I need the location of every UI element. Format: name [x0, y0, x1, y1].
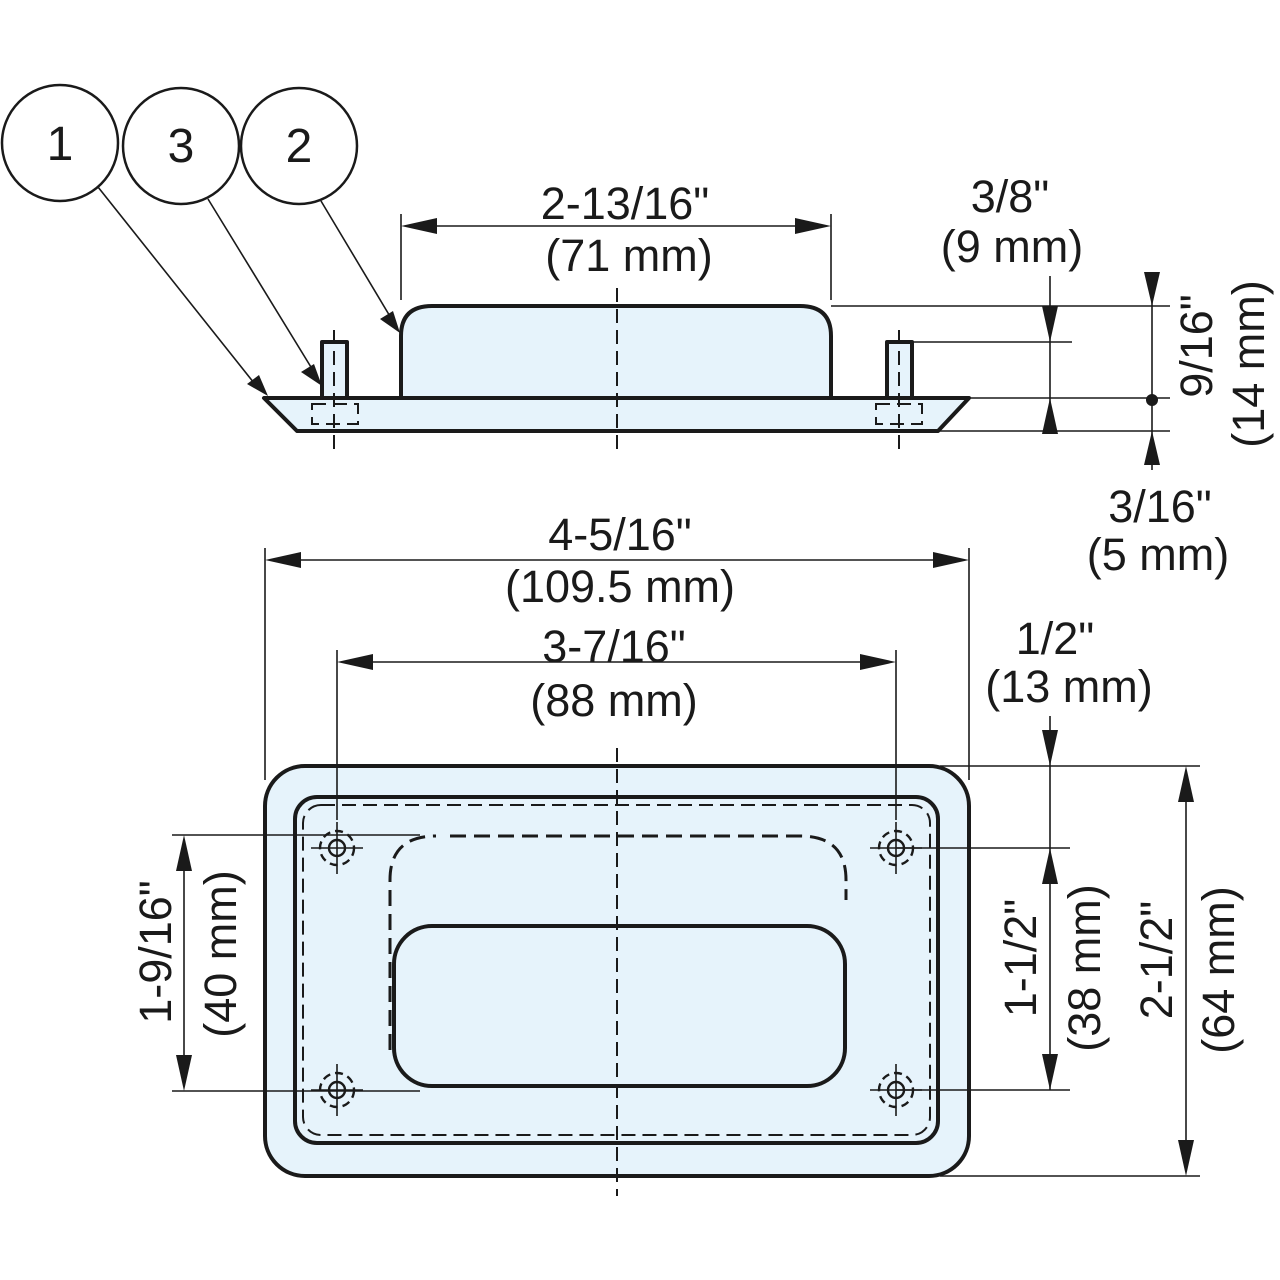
- dim-overall-height-top-inch: 2-1/2": [1131, 901, 1182, 1020]
- arrowhead: [1042, 398, 1058, 434]
- dim-hole-spacing-y-mm: (40 mm): [195, 870, 246, 1038]
- top-handle-hidden-outline: [388, 834, 848, 1050]
- arrowhead: [176, 835, 192, 871]
- arrowhead: [1144, 272, 1160, 306]
- callout-2: 2: [239, 86, 359, 206]
- top-grip-opening: [392, 924, 847, 1088]
- dim-overall-height-top-mm: (64 mm): [1193, 886, 1244, 1054]
- dim-hole-spacing-x-mm: (88 mm): [530, 675, 698, 726]
- dim-opening-height-mm: (38 mm): [1059, 884, 1110, 1052]
- arrowhead: [1042, 730, 1058, 766]
- leader-line-3: [207, 198, 315, 373]
- leader-arrow-2: [380, 311, 400, 333]
- top-recess-hidden: [302, 804, 931, 1136]
- top-view: 4-5/16" (109.5 mm) 3-7/16" (88 mm) 1/2" …: [130, 509, 1244, 1196]
- dim-flange-inch: 3/16": [1108, 481, 1212, 532]
- arrowhead: [1042, 1054, 1058, 1090]
- callout-1: 1: [0, 83, 120, 203]
- arrowhead: [1042, 306, 1058, 342]
- arrowhead: [860, 654, 896, 670]
- dim-flange-mm: (5 mm): [1087, 529, 1229, 580]
- arrowhead: [1178, 766, 1194, 802]
- callout-group: 1 3 2: [0, 83, 400, 396]
- arrowhead: [265, 552, 301, 568]
- leader-line-2: [320, 200, 392, 319]
- dim-overall-width-mm: (109.5 mm): [505, 561, 735, 612]
- leader-arrow-1: [247, 375, 268, 396]
- side-view: 2-13/16" (71 mm) 3/8" (9 mm) 9/16" (14 m…: [262, 171, 1274, 580]
- arrowhead: [1178, 1140, 1194, 1176]
- dim-overall-height-mm: (14 mm): [1223, 280, 1274, 448]
- dim-hole-spacing-y-inch: 1-9/16": [130, 880, 181, 1024]
- arrowhead: [933, 552, 969, 568]
- dim-opening-height-inch: 1-1/2": [995, 899, 1046, 1018]
- dim-stud-height-mm: (9 mm): [941, 221, 1083, 272]
- callout-3-label: 3: [168, 120, 195, 173]
- dim-overall-width-inch: 4-5/16": [548, 509, 692, 560]
- callout-3: 3: [121, 86, 241, 206]
- side-stud-right: [885, 340, 914, 400]
- callout-1-label: 1: [47, 118, 74, 171]
- leader-line-1: [97, 186, 259, 389]
- dim-edge-offset-mm: (13 mm): [985, 661, 1153, 712]
- dim-handle-width-mm: (71 mm): [545, 230, 713, 281]
- arrowhead: [1042, 848, 1058, 884]
- arrowhead: [337, 654, 373, 670]
- side-stud-left: [320, 340, 349, 400]
- arrowhead: [1144, 431, 1160, 465]
- dim-handle-width-inch: 2-13/16": [541, 178, 710, 229]
- dim-stud-height-inch: 3/8": [971, 171, 1050, 222]
- leader-arrow-3: [301, 364, 322, 386]
- arrowhead: [176, 1055, 192, 1091]
- dim-hole-spacing-x-inch: 3-7/16": [542, 621, 686, 672]
- arrowhead: [401, 218, 437, 234]
- arrowhead: [795, 218, 831, 234]
- dim-overall-height-inch: 9/16": [1171, 294, 1222, 398]
- callout-2-label: 2: [286, 120, 313, 173]
- dim-dot: [1146, 394, 1158, 406]
- dim-edge-offset-inch: 1/2": [1016, 613, 1095, 664]
